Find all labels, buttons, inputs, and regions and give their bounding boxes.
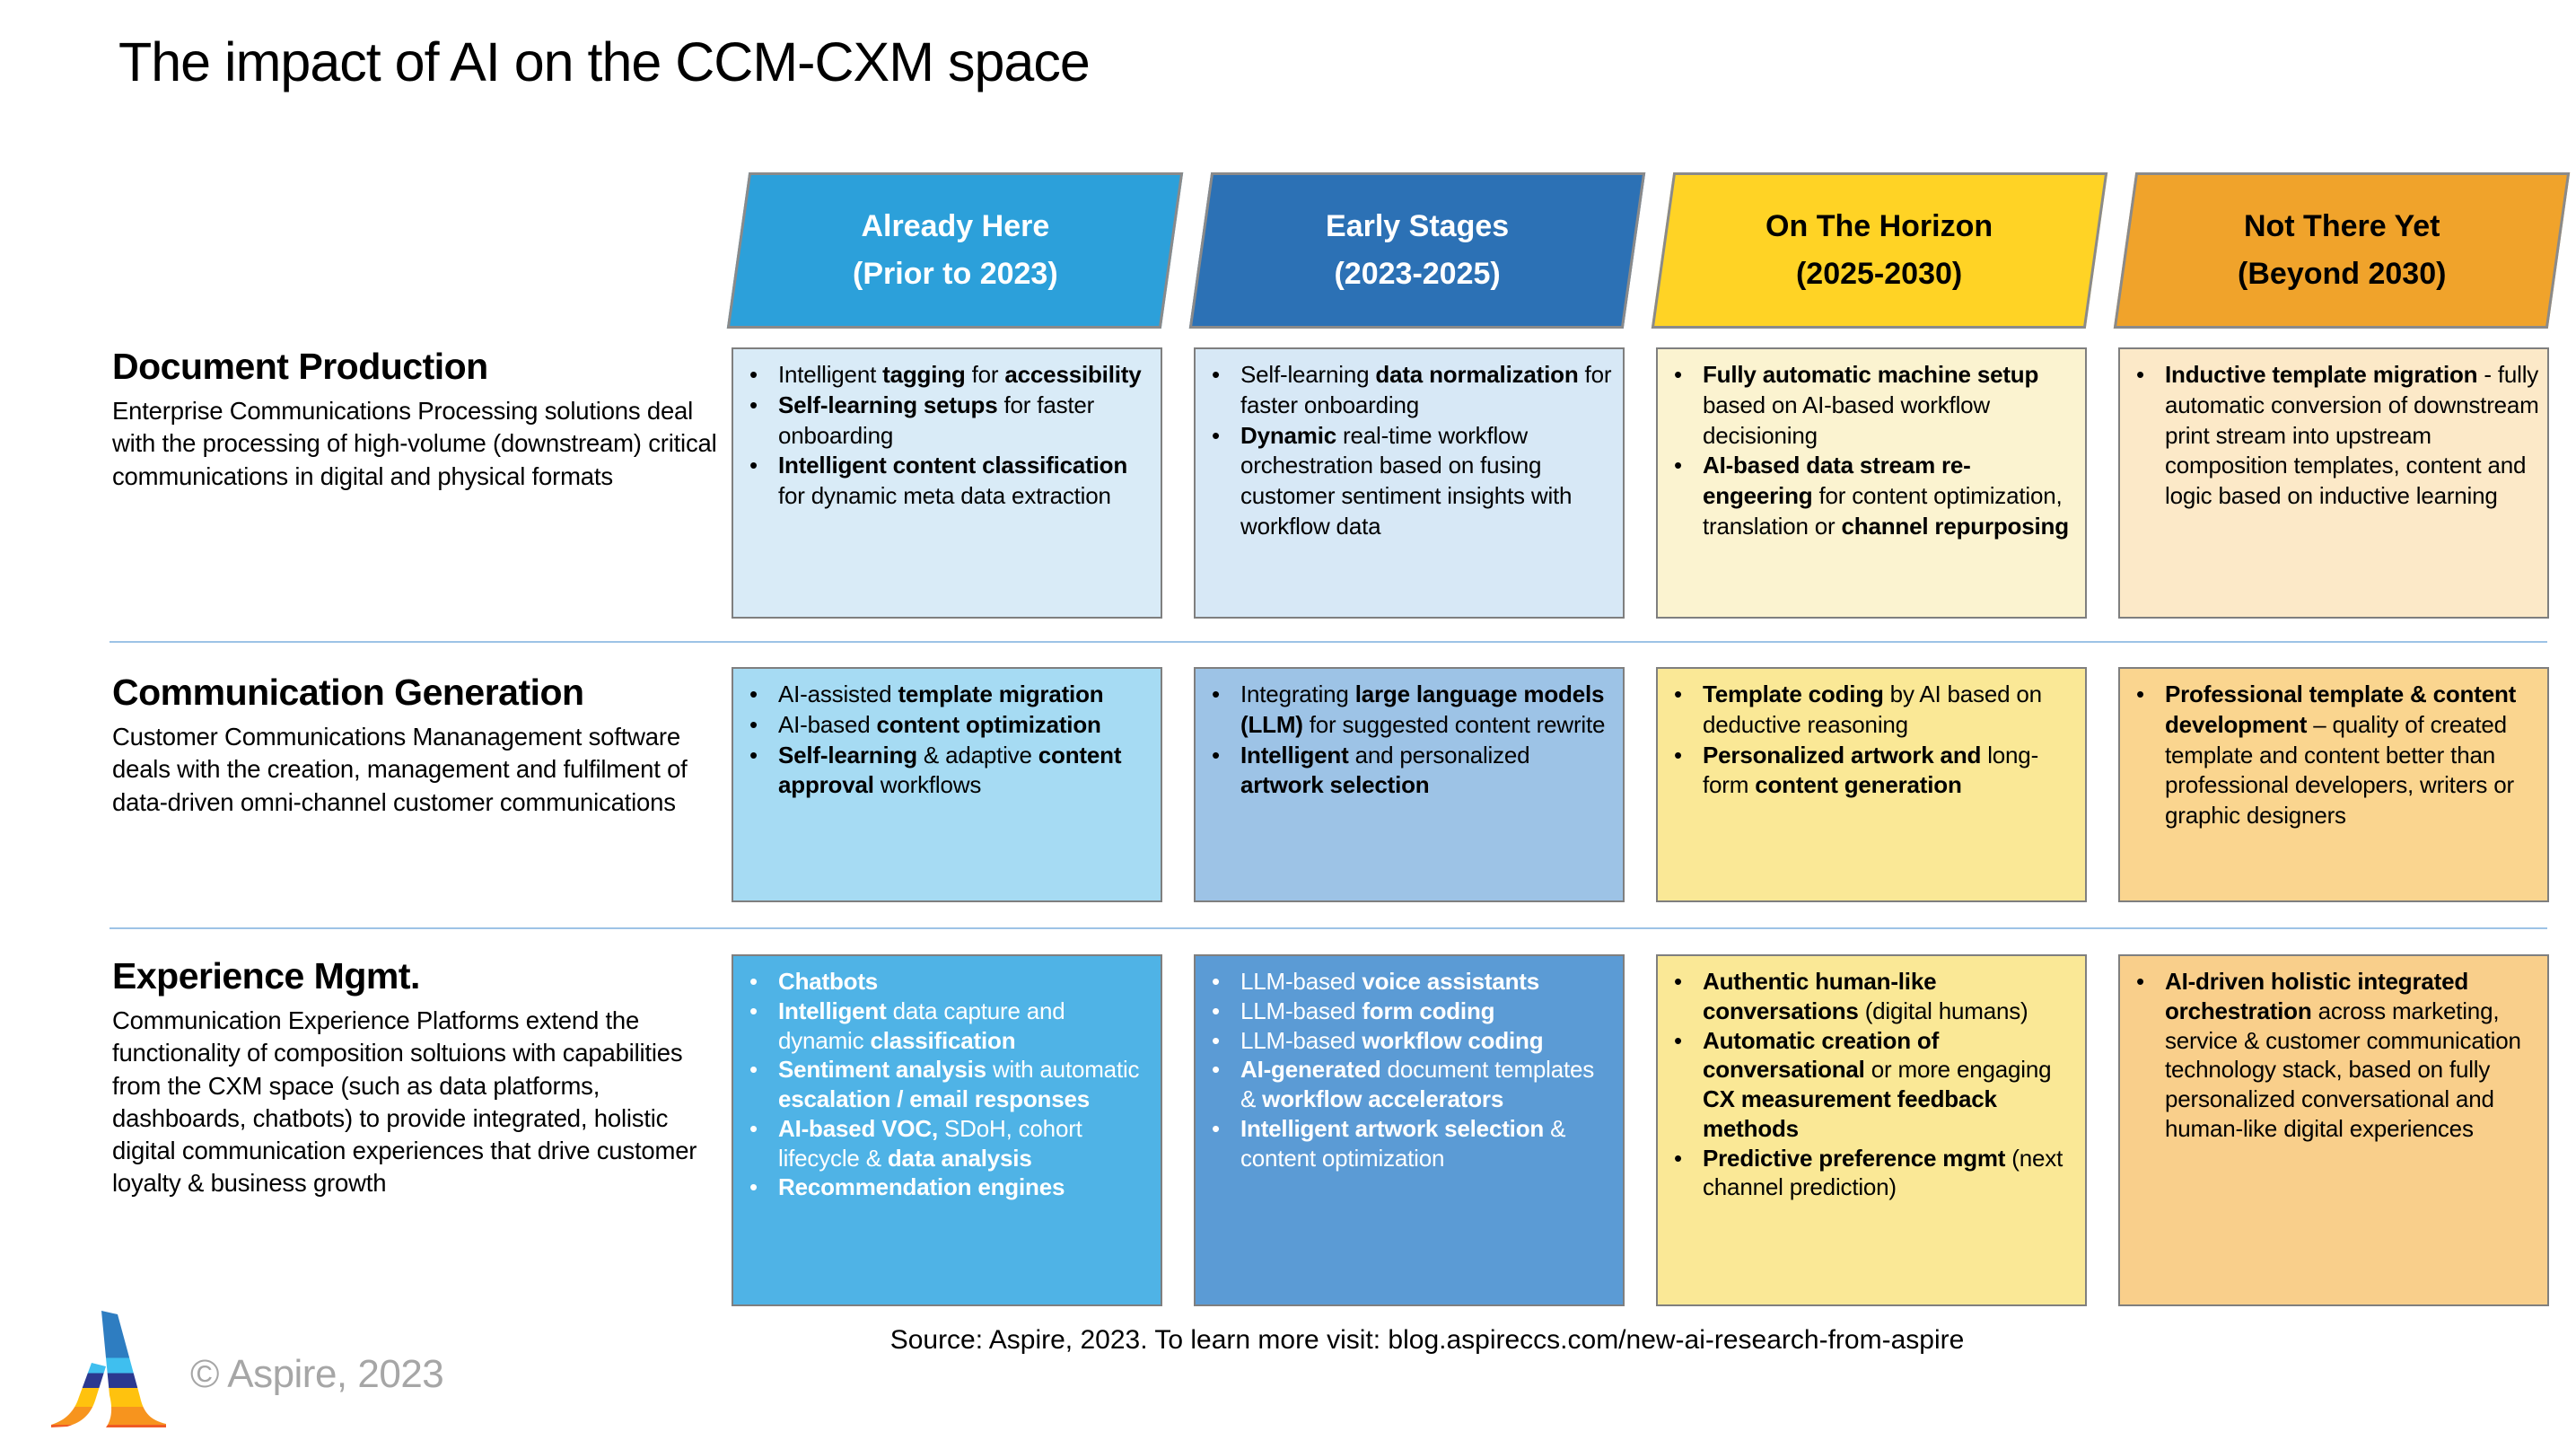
row-label-communication-generation: Communication Generation Customer Commun… bbox=[112, 672, 732, 819]
matrix-cell-document-production-not-there-yet: Inductive template migration - fully aut… bbox=[2118, 347, 2549, 619]
bullet-list: AI-driven holistic integrated orchestrat… bbox=[2125, 967, 2540, 1144]
bullet-item: Template coding by AI based on deductive… bbox=[1663, 680, 2078, 741]
bullet-item: Intelligent artwork selection & content … bbox=[1201, 1114, 1616, 1173]
row-description: Communication Experience Platforms exten… bbox=[112, 1006, 697, 1198]
bullet-item: Professional template & content developm… bbox=[2125, 680, 2540, 831]
bullet-item: Self-learning & adaptive content approva… bbox=[739, 741, 1153, 802]
row-divider bbox=[110, 641, 2547, 643]
column-header-text: Early Stages (2023-2025) bbox=[1326, 203, 1509, 297]
bullet-item: Self-learning data normalization for fas… bbox=[1201, 360, 1616, 421]
bullet-item: Fully automatic machine setup based on A… bbox=[1663, 360, 2078, 451]
bullet-item: Authentic human-like conversations (digi… bbox=[1663, 967, 2078, 1026]
column-header-line2: (Beyond 2030) bbox=[2237, 257, 2447, 291]
row-label-document-production: Document Production Enterprise Communica… bbox=[112, 346, 732, 493]
matrix-cell-experience-mgmt-not-there-yet: AI-driven holistic integrated orchestrat… bbox=[2118, 954, 2549, 1306]
bullet-item: LLM-based workflow coding bbox=[1201, 1026, 1616, 1056]
column-header-line1: On The Horizon bbox=[1766, 209, 1993, 244]
matrix-cell-communication-generation-early-stages: Integrating large language models (LLM) … bbox=[1194, 667, 1625, 902]
matrix-cell-experience-mgmt-already-here: ChatbotsIntelligent data capture and dyn… bbox=[732, 954, 1162, 1306]
matrix-cell-communication-generation-already-here: AI-assisted template migrationAI-based c… bbox=[732, 667, 1162, 902]
bullet-list: ChatbotsIntelligent data capture and dyn… bbox=[739, 967, 1153, 1202]
column-header-line2: (Prior to 2023) bbox=[852, 257, 1058, 291]
bullet-list: Self-learning data normalization for fas… bbox=[1201, 360, 1616, 542]
row-label-experience-mgmt: Experience Mgmt. Communication Experienc… bbox=[112, 955, 732, 1200]
bullet-list: AI-assisted template migrationAI-based c… bbox=[739, 680, 1153, 801]
row-divider bbox=[110, 927, 2547, 929]
bullet-item: Integrating large language models (LLM) … bbox=[1201, 680, 1616, 741]
bullet-item: Sentiment analysis with automatic escala… bbox=[739, 1055, 1153, 1114]
bullet-list: Professional template & content developm… bbox=[2125, 680, 2540, 831]
bullet-item: Intelligent and personalized artwork sel… bbox=[1201, 741, 1616, 802]
bullet-list: Inductive template migration - fully aut… bbox=[2125, 360, 2540, 512]
matrix-cell-communication-generation-on-the-horizon: Template coding by AI based on deductive… bbox=[1656, 667, 2087, 902]
bullet-item: LLM-based voice assistants bbox=[1201, 967, 1616, 997]
matrix-cell-experience-mgmt-early-stages: LLM-based voice assistantsLLM-based form… bbox=[1194, 954, 1625, 1306]
bullet-item: AI-assisted template migration bbox=[739, 680, 1153, 710]
row-title: Communication Generation bbox=[112, 672, 584, 713]
bullet-item: Automatic creation of conversational or … bbox=[1663, 1026, 2078, 1144]
bullet-item: AI-based content optimization bbox=[739, 710, 1153, 741]
column-header-already-here: Already Here (Prior to 2023) bbox=[726, 172, 1184, 329]
column-header-line2: (2025-2030) bbox=[1796, 257, 1963, 291]
bullet-item: AI-based VOC, SDoH, cohort lifecycle & d… bbox=[739, 1114, 1153, 1173]
matrix-cell-document-production-early-stages: Self-learning data normalization for fas… bbox=[1194, 347, 1625, 619]
bullet-item: AI-generated document templates & workfl… bbox=[1201, 1055, 1616, 1114]
bullet-item: Self-learning setups for faster onboardi… bbox=[739, 391, 1153, 452]
source-note: Source: Aspire, 2023. To learn more visi… bbox=[889, 1325, 1965, 1355]
bullet-item: Chatbots bbox=[739, 967, 1153, 997]
column-header-text: Already Here (Prior to 2023) bbox=[853, 203, 1058, 297]
bullet-item: Dynamic real-time workflow orchestration… bbox=[1201, 421, 1616, 542]
aspire-logo-icon bbox=[51, 1311, 166, 1427]
row-description: Enterprise Communications Processing sol… bbox=[112, 397, 717, 490]
matrix-cell-communication-generation-not-there-yet: Professional template & content developm… bbox=[2118, 667, 2549, 902]
column-header-not-there-yet: Not There Yet (Beyond 2030) bbox=[2113, 172, 2571, 329]
bullet-list: Integrating large language models (LLM) … bbox=[1201, 680, 1616, 801]
row-description: Customer Communications Mananagement sof… bbox=[112, 723, 688, 816]
page-title: The impact of AI on the CCM-CXM space bbox=[118, 31, 1091, 92]
matrix-cell-document-production-already-here: Intelligent tagging for accessibilitySel… bbox=[732, 347, 1162, 619]
bullet-list: Intelligent tagging for accessibilitySel… bbox=[739, 360, 1153, 512]
bullet-list: LLM-based voice assistantsLLM-based form… bbox=[1201, 967, 1616, 1172]
column-header-line1: Already Here bbox=[861, 209, 1049, 244]
row-title: Document Production bbox=[112, 346, 488, 387]
bullet-list: Template coding by AI based on deductive… bbox=[1663, 680, 2078, 801]
matrix-cell-document-production-on-the-horizon: Fully automatic machine setup based on A… bbox=[1656, 347, 2087, 619]
column-header-early-stages: Early Stages (2023-2025) bbox=[1188, 172, 1646, 329]
column-header-text: On The Horizon (2025-2030) bbox=[1766, 203, 1993, 297]
column-header-text: Not There Yet (Beyond 2030) bbox=[2238, 203, 2446, 297]
matrix-cell-experience-mgmt-on-the-horizon: Authentic human-like conversations (digi… bbox=[1656, 954, 2087, 1306]
bullet-list: Fully automatic machine setup based on A… bbox=[1663, 360, 2078, 542]
column-header-line1: Not There Yet bbox=[2243, 209, 2440, 244]
bullet-item: Intelligent content classification for d… bbox=[739, 451, 1153, 512]
bullet-item: Intelligent tagging for accessibility bbox=[739, 360, 1153, 391]
copyright-text: © Aspire, 2023 bbox=[190, 1352, 444, 1396]
bullet-list: Authentic human-like conversations (digi… bbox=[1663, 967, 2078, 1202]
bullet-item: Inductive template migration - fully aut… bbox=[2125, 360, 2540, 512]
bullet-item: LLM-based form coding bbox=[1201, 997, 1616, 1026]
bullet-item: Intelligent data capture and dynamic cla… bbox=[739, 997, 1153, 1056]
bullet-item: AI-driven holistic integrated orchestrat… bbox=[2125, 967, 2540, 1144]
column-header-line1: Early Stages bbox=[1325, 209, 1510, 244]
bullet-item: Predictive preference mgmt (next channel… bbox=[1663, 1144, 2078, 1203]
bullet-item: Personalized artwork and long-form conte… bbox=[1663, 741, 2078, 802]
column-header-on-the-horizon: On The Horizon (2025-2030) bbox=[1651, 172, 2108, 329]
bullet-item: Recommendation engines bbox=[739, 1172, 1153, 1202]
column-header-line2: (2023-2025) bbox=[1334, 257, 1501, 291]
row-title: Experience Mgmt. bbox=[112, 955, 420, 997]
bullet-item: AI-based data stream re-engeering for co… bbox=[1663, 451, 2078, 541]
